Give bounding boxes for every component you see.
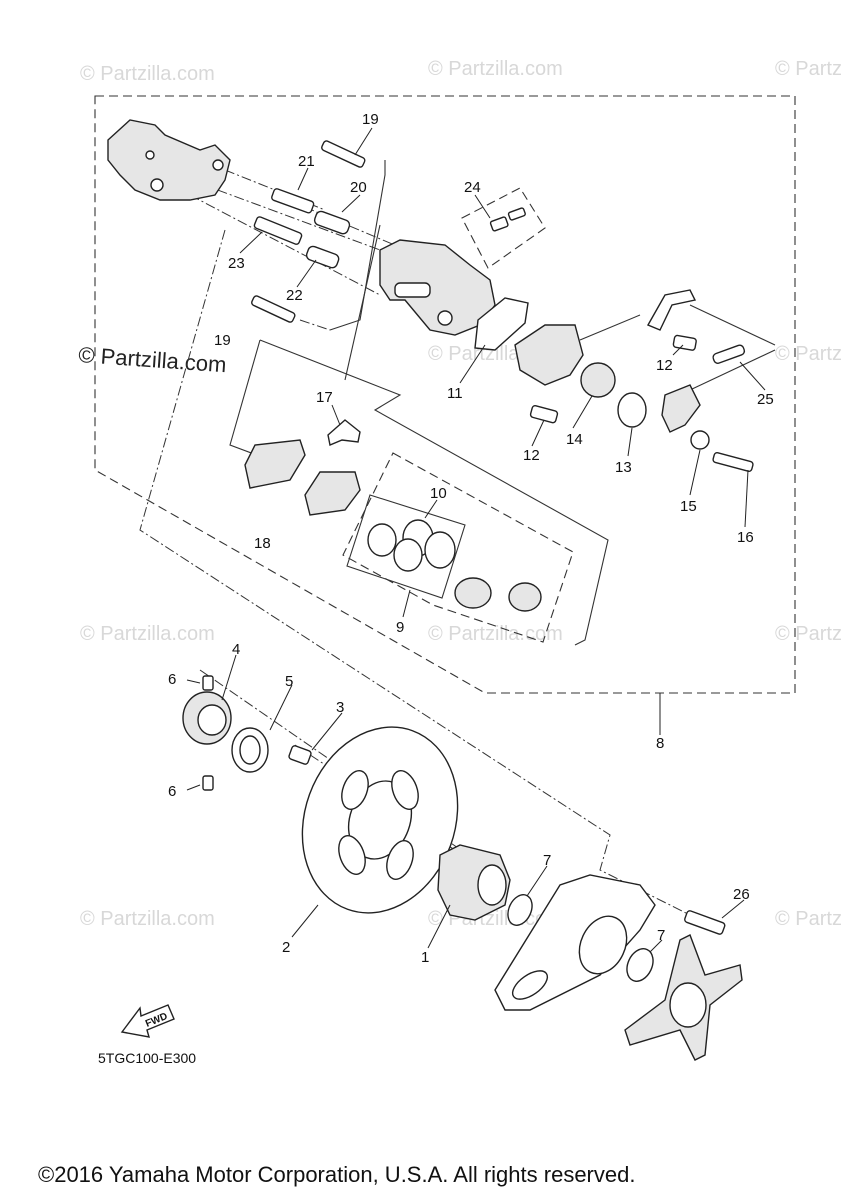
callout-24: 24: [464, 179, 481, 196]
axle-nut-parts: [182, 675, 312, 791]
callout-19: 19: [362, 111, 379, 128]
callout-12: 12: [523, 447, 540, 464]
callout-1: 1: [421, 949, 429, 966]
callout-26: 26: [733, 886, 750, 903]
callout-17: 17: [316, 389, 333, 406]
callout-13: 13: [615, 459, 632, 476]
hub-carrier: [494, 874, 656, 1011]
callout-23: 23: [228, 255, 245, 272]
copyright-notice: ©2016 Yamaha Motor Corporation, U.S.A. A…: [38, 1162, 635, 1187]
callout-20: 20: [350, 179, 367, 196]
leader-lines: [186, 127, 766, 953]
callout-15: 15: [680, 498, 697, 515]
callout-21: 21: [298, 153, 315, 170]
watermark: © Partzilla.com: [775, 623, 843, 645]
watermark-layer: © Partzilla.com © Partzilla.com © Partzi…: [78, 58, 843, 930]
callout-4: 4: [232, 641, 240, 658]
pad-spring: [327, 419, 361, 446]
watermark: © Partzilla.com: [80, 63, 215, 85]
callout-19: 19: [214, 332, 231, 349]
disc-hub: [437, 844, 511, 921]
brake-pads: [244, 439, 361, 516]
bleed-kit-boundary: [461, 187, 546, 269]
fwd-arrow-icon: FWD: [120, 1004, 175, 1038]
gasket: [474, 297, 529, 351]
sprocket-hub: [624, 934, 743, 1061]
callout-22: 22: [286, 287, 303, 304]
bolt: [684, 910, 726, 935]
callout-11: 11: [447, 385, 463, 402]
callout-2: 2: [282, 939, 290, 956]
callout-5: 5: [285, 673, 293, 690]
watermark: © Partzilla.com: [775, 58, 843, 80]
pistons: [454, 577, 542, 612]
seal-kit-boundary: [346, 494, 466, 599]
callout-9: 9: [396, 619, 404, 636]
actuator-parts: [514, 289, 754, 473]
watermark: © Partzilla.com: [428, 623, 563, 645]
o-ring: [626, 948, 654, 982]
caliper-assembly-boundary: [94, 95, 796, 694]
callout-3: 3: [336, 699, 344, 716]
callout-10: 10: [430, 485, 447, 502]
watermark: © Partzilla.com: [80, 908, 215, 930]
watermark: © Partzilla.com: [775, 343, 843, 365]
diagram-code: 5TGC100-E300: [98, 1050, 196, 1066]
callout-7: 7: [543, 852, 551, 869]
callout-14: 14: [566, 431, 583, 448]
callout-25: 25: [757, 391, 774, 408]
watermark: © Partzilla.com: [80, 623, 215, 645]
callouts: 19 21 20 23 22 19 24 11 12 12 14 13 25 1…: [168, 111, 774, 966]
caliper-bracket: [107, 119, 231, 201]
callout-7: 7: [657, 927, 665, 944]
callout-18: 18: [254, 535, 271, 552]
callout-6: 6: [168, 783, 176, 800]
watermark-primary: © Partzilla.com: [78, 342, 228, 377]
piston-kit-boundary: [342, 452, 574, 643]
callout-6: 6: [168, 671, 176, 688]
watermark: © Partzilla.com: [775, 908, 843, 930]
bolts-upper: [251, 140, 366, 323]
brake-disc: [301, 726, 459, 914]
piston-seals: [367, 519, 456, 572]
watermark: © Partzilla.com: [428, 58, 563, 80]
bleeder-screw: [489, 207, 526, 232]
callout-8: 8: [656, 735, 664, 752]
callout-12: 12: [656, 357, 673, 374]
callout-16: 16: [737, 529, 754, 546]
